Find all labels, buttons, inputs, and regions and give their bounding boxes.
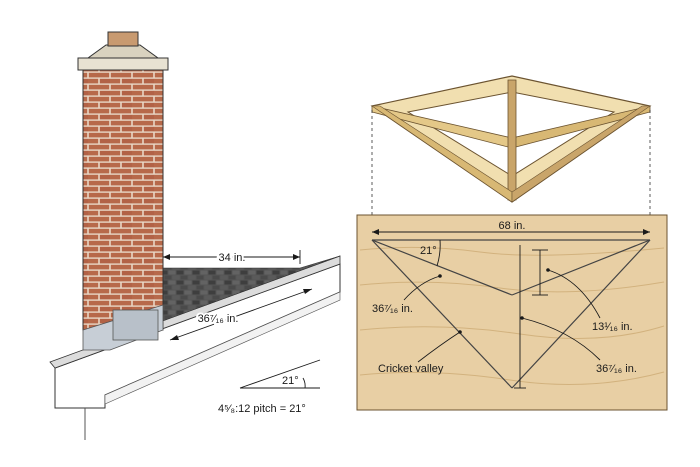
leader-dot [438, 274, 442, 278]
chimney-flue [107, 31, 139, 47]
arrow-down-left-icon [170, 335, 179, 340]
cricket-valley-left [371, 239, 513, 389]
plywood-layout: 68 in. 21° 36⁷⁄₁₆ in. Cricket valley 13¹… [356, 214, 668, 411]
cricket-front-right [511, 105, 651, 203]
board-height-label: 13¹⁄₁₆ in. [592, 321, 633, 333]
wood-grain [359, 281, 665, 293]
leader-dot [458, 330, 462, 334]
roof-angle-label: 21° [282, 375, 299, 387]
arrow-left-icon [372, 229, 379, 235]
chimney-width-label: 34 in. [219, 252, 246, 264]
pitch-slope [239, 359, 321, 389]
leader-left-length [403, 275, 441, 301]
ridge-line-right [511, 239, 651, 296]
arrow-right-icon [293, 254, 300, 260]
leader-height [547, 269, 601, 319]
wood-grain [359, 371, 665, 385]
board-angle-label: 21° [420, 245, 437, 257]
leader-right-length [521, 317, 601, 361]
ridge-line-left [371, 239, 513, 296]
board-right-length-label: 36⁷⁄₁₆ in. [596, 363, 637, 375]
board-angle-arc [436, 239, 441, 267]
chimney-illustration: 34 in. 36⁷⁄₁₆ in. 21° 4⁵⁄₈:12 pitch = 21… [49, 31, 341, 440]
leader-dot [520, 316, 524, 320]
cricket-frame-illustration [370, 75, 652, 203]
cricket-valley-right [511, 239, 651, 389]
chimney-cap [77, 57, 169, 71]
rafter-dimension-line [169, 288, 313, 341]
valley-label: Cricket valley [378, 363, 444, 375]
rafter-length-label: 36⁷⁄₁₆ in. [198, 313, 239, 325]
pitch-formula-label: 4⁵⁄₈:12 pitch = 21° [218, 403, 306, 415]
board-width-label: 68 in. [499, 220, 526, 232]
wood-grain [359, 246, 665, 256]
leader-dot [546, 268, 550, 272]
roof-soffit [104, 291, 341, 405]
arrow-left-icon [163, 254, 170, 260]
chimney-crown [86, 44, 160, 59]
pitch-arc [302, 377, 306, 389]
arrow-up-right-icon [303, 289, 312, 294]
leader-valley [417, 331, 461, 363]
board-left-length-label: 36⁷⁄₁₆ in. [372, 303, 413, 315]
arrow-right-icon [643, 229, 650, 235]
chimney-body [82, 67, 164, 331]
base-flashing [112, 309, 159, 341]
cricket-ridge [507, 79, 517, 201]
